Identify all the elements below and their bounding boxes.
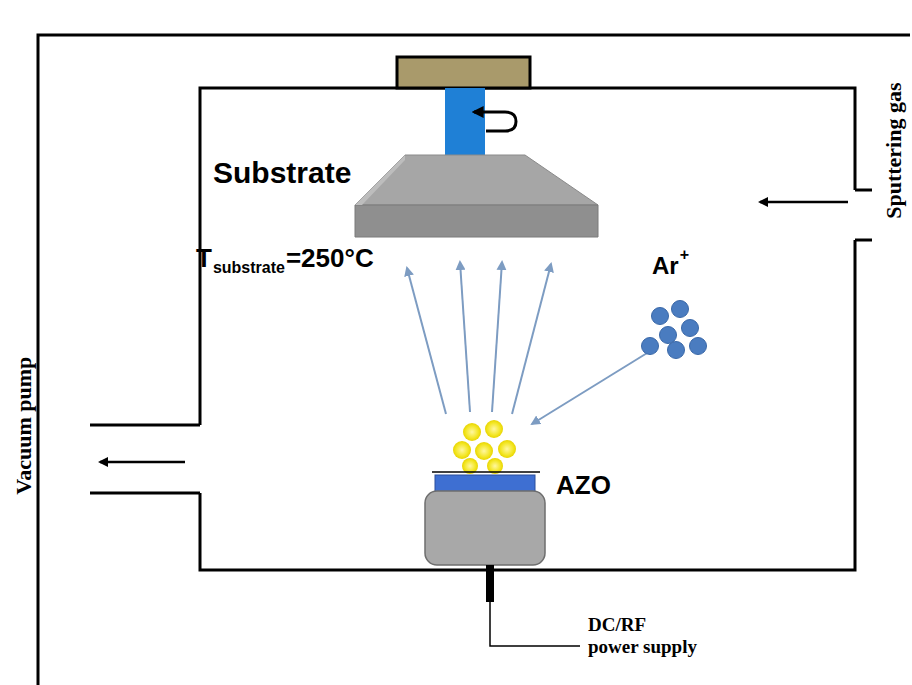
substrate-plate-edge [355,155,405,205]
argon-ions [642,301,707,359]
pump-port [90,492,200,495]
gas-port [855,189,872,192]
target-label: AZO [556,471,611,501]
sputtered-atoms [453,420,516,474]
temperature-label: =250°C [286,244,374,274]
gas-port [855,239,872,242]
substrate-plate-front [355,205,598,237]
ion-label: Ar [652,252,679,280]
ion-charge: + [680,246,689,264]
temperature-label: T [196,244,212,274]
ion-arrow [532,350,652,424]
chamber-wall [200,88,855,425]
flux-arrow [407,268,446,414]
pump-label: Vacuum pump [11,356,36,494]
pump-port [90,424,200,427]
flux-arrow [512,264,551,414]
substrate-plate-top [355,155,598,205]
power-lead [490,602,580,646]
flux-arrow [460,262,470,412]
cathode [425,491,545,565]
flux-arrow [492,262,502,412]
rotation-shaft [445,88,485,158]
target-surface [432,471,540,473]
temperature-subscript: substrate [213,259,285,277]
power-feed [486,565,494,602]
gas-flow-arrow [760,201,848,204]
part-label: Substrate [213,156,351,191]
rotation-arrow [474,112,516,131]
power-supply-label: DC/RF power supply [588,614,700,658]
gas-inlet-label: Sputtering gas [881,82,906,218]
chamber-wall [200,240,855,570]
pump-flow-arrow [100,461,185,464]
holder-mount [397,57,530,88]
outer-frame [38,35,910,685]
